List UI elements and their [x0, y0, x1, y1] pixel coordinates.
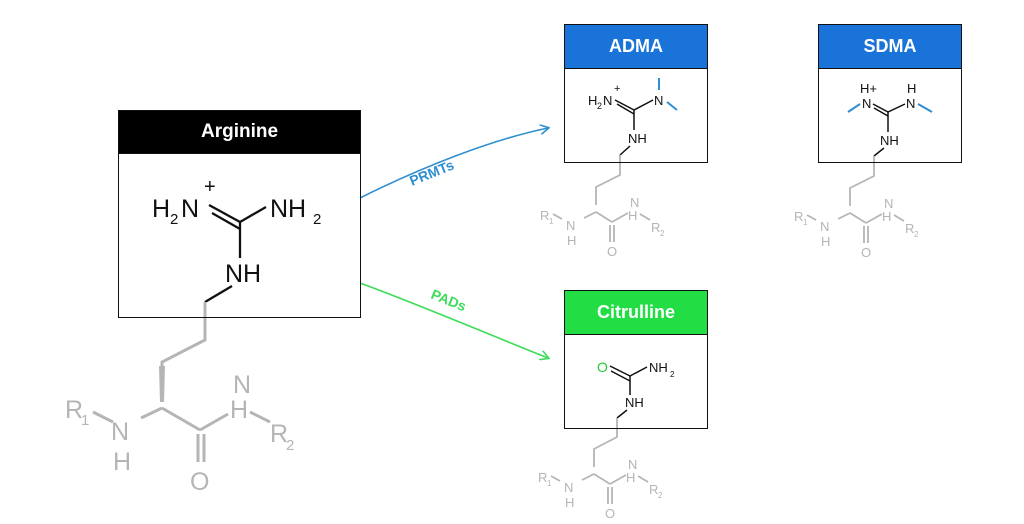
arginine-title: Arginine	[200, 121, 279, 142]
sdma-atom-nh: NH	[880, 133, 899, 148]
adma-alpha-n: N	[566, 218, 575, 233]
adma-r2: R	[651, 220, 660, 235]
atom-alpha-h: H	[113, 448, 131, 476]
backbone-atoms: R 1 N H O N H R 2	[65, 371, 294, 496]
citrulline-alpha-n: N	[564, 480, 573, 495]
adma-atom-n: N	[603, 93, 612, 108]
adma-structure: H 2 N + N NH R	[540, 78, 678, 259]
sdma-header: SDMA	[819, 25, 961, 69]
atom-nh2-sub: 2	[313, 211, 321, 228]
adma-r2-sub: 2	[660, 229, 665, 238]
guanidinium-group: H 2 N + NH 2 NH	[152, 176, 321, 288]
citrulline-r1: R	[538, 470, 547, 485]
adma-header: ADMA	[565, 25, 707, 69]
sdma-box: SDMA	[818, 24, 962, 163]
citrulline-r2: R	[649, 482, 658, 497]
sdma-title: SDMA	[863, 36, 917, 56]
citrulline-nh2: NH	[649, 360, 668, 375]
sdma-methyls	[847, 103, 933, 113]
sdma-r1: R	[794, 209, 803, 224]
adma-r1-sub: 1	[549, 217, 554, 226]
pads-arrow: PADs	[359, 282, 548, 358]
sdma-amide-n: N	[884, 196, 893, 211]
citrulline-o: O	[605, 506, 615, 521]
sdma-atom-n2: N	[906, 96, 915, 111]
citrulline-header: Citrulline	[565, 291, 707, 335]
sdma-amide-h: H	[882, 209, 891, 224]
adma-atom-sub: 2	[597, 101, 602, 111]
arginine-structure: H 2 N + NH 2 NH R 1	[65, 176, 321, 496]
sdma-alpha-n: N	[820, 219, 829, 234]
citrulline-nh2-sub: 2	[670, 370, 675, 379]
prmts-label: PRMTs	[407, 156, 456, 188]
adma-plus: +	[614, 83, 620, 95]
adma-box: ADMA	[564, 24, 708, 163]
wedge-bond	[159, 366, 165, 402]
atom-h2n-sub: 2	[170, 211, 178, 228]
sdma-r2-sub: 2	[914, 230, 919, 239]
citrulline-amide-n: N	[628, 457, 637, 472]
sdma-r2: R	[905, 221, 914, 236]
adma-amide-n: N	[630, 195, 639, 210]
adma-atom-n2: N	[654, 93, 663, 108]
adma-atom-nh: NH	[628, 131, 647, 146]
sdma-head-atoms: H+ N H N NH	[860, 81, 916, 148]
adma-title: ADMA	[609, 36, 663, 56]
citrulline-head-atoms: NH 2 NH	[625, 360, 675, 410]
atom-nh2-nh: NH	[270, 195, 306, 223]
sdma-side-chain	[806, 156, 905, 243]
arginine-header: Arginine	[119, 111, 360, 154]
adma-backbone-atoms: R 1 N H O N H R 2	[540, 195, 665, 259]
atom-h2n-n: N	[181, 195, 199, 223]
sdma-atom-hplus: H+	[860, 81, 877, 96]
citrulline-oxygen: O	[597, 359, 608, 375]
atom-r1: R	[65, 396, 83, 424]
atom-r2: R	[270, 420, 288, 448]
citrulline-alpha-h: H	[565, 495, 574, 510]
sdma-bonds	[872, 103, 906, 157]
adma-atom-h: H	[588, 93, 597, 108]
sdma-atom-h: H	[907, 81, 916, 96]
citrulline-nh: NH	[625, 395, 644, 410]
sdma-structure: H+ N H N NH R 1	[794, 81, 933, 260]
adma-amide-h: H	[628, 208, 637, 223]
sdma-atom-n1: N	[862, 96, 871, 111]
adma-methyls	[658, 78, 678, 111]
atom-amide-n: N	[233, 371, 251, 399]
guanidinium-bonds	[204, 203, 267, 303]
adma-bonds	[614, 99, 654, 156]
citrulline-backbone-atoms: R 1 N H O N H R 2	[538, 457, 663, 521]
atom-h2n-h: H	[152, 195, 170, 223]
adma-head-atoms: H 2 N + N NH	[588, 83, 663, 146]
citrulline-box: Citrulline	[564, 290, 708, 429]
citrulline-r2-sub: 2	[658, 491, 663, 500]
citrulline-amide-h: H	[626, 470, 635, 485]
sdma-r1-sub: 1	[803, 218, 808, 227]
sdma-backbone-atoms: R 1 N H O N H R 2	[794, 196, 919, 260]
sdma-alpha-h: H	[821, 234, 830, 249]
atom-nh: NH	[225, 260, 261, 288]
citrulline-title: Citrulline	[596, 302, 675, 322]
adma-alpha-h: H	[567, 233, 576, 248]
citrulline-bonds	[609, 365, 648, 419]
arginine-box: Arginine	[118, 110, 361, 318]
citrulline-structure: O NH 2 NH R 1 N H O	[538, 359, 675, 521]
adma-o: O	[607, 244, 617, 259]
plus-charge: +	[204, 176, 216, 198]
citrulline-side-chain	[550, 418, 649, 504]
pads-label: PADs	[429, 286, 469, 315]
atom-r1-sub: 1	[81, 412, 89, 429]
adma-r1: R	[540, 208, 549, 223]
citrulline-r1-sub: 1	[547, 479, 552, 488]
atom-carbonyl-o: O	[190, 468, 209, 496]
prmts-arrow: PRMTs	[359, 128, 548, 199]
atom-r2-sub: 2	[286, 437, 294, 454]
atom-alpha-n: N	[111, 418, 129, 446]
sdma-o: O	[861, 245, 871, 260]
adma-side-chain	[552, 155, 651, 242]
atom-amide-h: H	[230, 396, 248, 424]
